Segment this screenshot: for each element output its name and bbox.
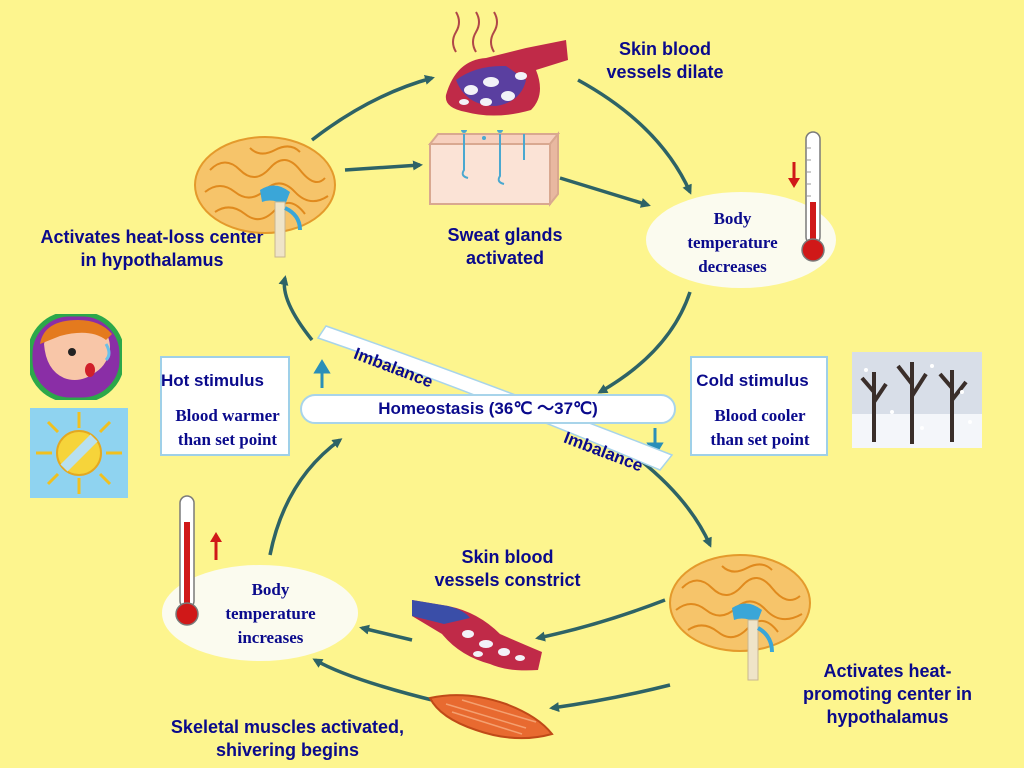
heat-promoting-label: Activates heat- promoting center in hypo… [802,661,972,727]
arrow-constrict-to-temp [359,624,413,642]
blood-vessel-icon [412,600,542,671]
brain-icon [194,136,336,258]
hot-stimulus-box [160,356,290,456]
sun-icon [30,408,128,498]
cold-stimulus-title: Cold stimulus [696,371,809,390]
arrow-vessels-to-temp [577,78,692,195]
arrow-temp-to-homeostasis [597,291,692,394]
arrow-sweat-to-temp [559,176,651,208]
shivering-label: Skeletal muscles activated, shivering be… [170,717,405,760]
arrow-muscle-to-temp [312,658,441,704]
arrow-temp-to-homeostasis-bottom [268,438,343,556]
arrow-brain-to-vessels [310,75,435,142]
heat-loss-label: Activates heat-loss center in hypothalam… [40,227,264,270]
arrow-brain-to-muscle [549,683,671,712]
blood-vessel-icon [445,11,568,116]
vessels-dilate-label: Skin blood vessels dilate [606,39,724,82]
temp-decreases-label: Body temperature decreases [687,209,778,276]
temp-decreases-bubble [646,192,836,288]
brain-icon [669,554,811,681]
arrow-homeostasis-up-to-brain [278,275,314,342]
temp-increases-label: Body temperature increases [225,580,316,647]
thermometer-icon [175,495,222,626]
homeostasis-bar: Homeostasis (36℃ ～37℃) [300,394,676,424]
vessels-constrict-label: Skin blood vessels constrict [434,547,581,590]
thermometer-icon [788,131,825,262]
arrow-brain-to-sweat [344,160,423,172]
hot-stimulus-title: Hot stimulus [161,371,264,390]
snowy-trees-icon [852,352,982,448]
arrow-homeostasis-to-brain-bottom [638,458,712,548]
muscle-icon [428,694,554,740]
hot-stimulus-desc: Blood warmer than set point [175,406,280,449]
cold-stimulus-box [690,356,828,456]
cold-stimulus-desc: Blood cooler than set point [710,406,810,449]
sweat-glands-label: Sweat glands activated [447,225,563,268]
sweating-person-icon [30,314,122,400]
arrow-brain-to-constrict [535,598,666,642]
skin-sweat-icon [427,130,560,207]
